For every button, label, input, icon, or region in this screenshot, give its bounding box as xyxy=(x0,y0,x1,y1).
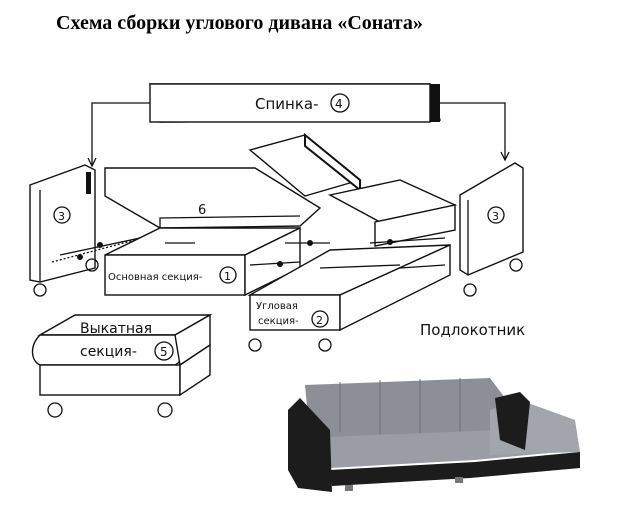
lid-panel: 6 xyxy=(104,167,322,229)
fastener-lines xyxy=(51,237,446,269)
pullout-section-line1: Выкатная xyxy=(80,321,152,337)
armrest-right-number: 3 xyxy=(492,210,499,223)
pullout-section-line2: секция- xyxy=(80,344,137,360)
armrest-left-number: 3 xyxy=(58,210,65,223)
back-panel: Спинка- 4 xyxy=(149,83,441,123)
armrest-caption: Подлокотник xyxy=(420,321,525,339)
pullout-section-number: 5 xyxy=(160,345,168,359)
sofa-illustration xyxy=(288,378,580,492)
corner-section-line2: секция- xyxy=(258,316,299,327)
armrest-right: 3 xyxy=(459,162,524,297)
corner-section: Угловая секция- 2 xyxy=(247,243,451,352)
main-section: Основная секция- 1 xyxy=(104,226,301,297)
page-title: Схема сборки углового дивана «Соната» xyxy=(56,12,423,34)
back-label: Спинка- xyxy=(255,95,319,113)
armrest-left: 3 xyxy=(29,164,99,297)
main-section-number: 1 xyxy=(224,270,231,283)
corner-section-number: 2 xyxy=(316,314,323,327)
lid-number: 6 xyxy=(198,203,206,218)
corner-section-line1: Угловая xyxy=(256,301,298,312)
pullout-section: Выкатная секция- 5 xyxy=(31,313,213,418)
corner-top-panels xyxy=(248,132,458,247)
main-section-label: Основная секция- xyxy=(108,272,203,283)
back-number: 4 xyxy=(335,97,343,111)
